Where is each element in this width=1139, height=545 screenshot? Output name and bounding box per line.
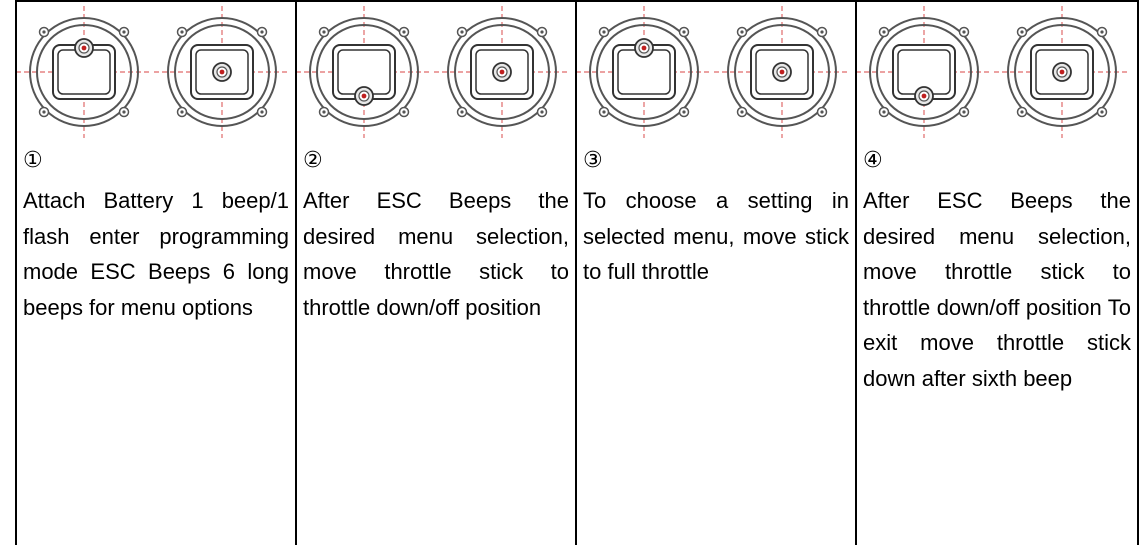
stick-diagram-4 [857,2,1137,147]
step-number: ④ [863,148,883,173]
step-column-4: ④ After ESC Beeps the desired menu selec… [857,2,1139,545]
left-gimbal [17,6,152,138]
stick-diagram-3 [577,2,855,147]
step-instructions: To choose a setting in selected menu, mo… [583,188,849,284]
sticks-illustration-1 [17,6,290,138]
sticks-illustration-3 [577,6,850,138]
left-gimbal [577,6,712,138]
step-instructions: Attach Battery 1 beep/1 flash enter prog… [23,188,289,320]
sticks-illustration-2 [297,6,570,138]
step-column-3: ③ To choose a setting in selected menu, … [577,2,857,545]
right-gimbal [434,6,570,138]
step-instructions: After ESC Beeps the desired menu selecti… [863,188,1131,391]
right-gimbal [994,6,1130,138]
stick-diagram-2 [297,2,575,147]
right-gimbal [154,6,290,138]
step-instructions: After ESC Beeps the desired menu selecti… [303,188,569,320]
stick-diagram-1 [17,2,295,147]
step-number: ③ [583,148,603,173]
sticks-illustration-4 [857,6,1130,138]
left-gimbal [857,6,992,138]
right-gimbal [714,6,850,138]
step-column-1: ① Attach Battery 1 beep/1 flash enter pr… [17,2,297,545]
left-gimbal [297,6,432,138]
step-column-2: ② After ESC Beeps the desired menu selec… [297,2,577,545]
step-number: ② [303,148,323,173]
step-number: ① [23,148,43,173]
instruction-table: ① Attach Battery 1 beep/1 flash enter pr… [15,0,1139,545]
